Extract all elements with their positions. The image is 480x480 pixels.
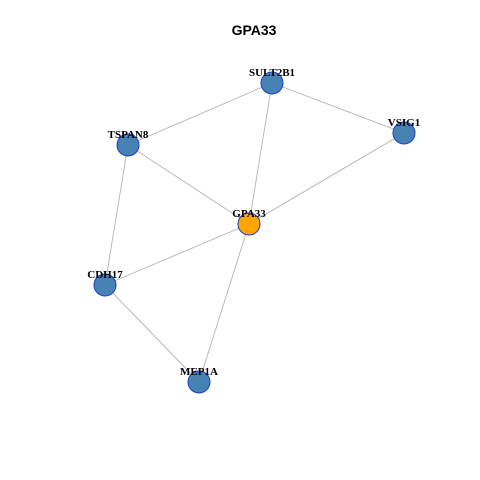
edge-tspan8-gpa33 (127, 144, 250, 225)
node-cdh17 (93, 273, 117, 297)
edge-sult2b1-vsig1 (271, 82, 405, 134)
edge-gpa33-cdh17 (104, 223, 250, 286)
diagram-title: GPA33 (232, 22, 277, 38)
edge-layer (104, 82, 405, 383)
edge-sult2b1-tspan8 (127, 82, 273, 146)
node-label-mep1a: MEP1A (180, 366, 218, 378)
edge-cdh17-mep1a (104, 284, 200, 383)
node-label-cdh17: CDH17 (87, 269, 123, 281)
edge-vsig1-gpa33 (248, 132, 405, 225)
node-gpa33 (237, 212, 261, 236)
edge-gpa33-mep1a (198, 223, 250, 383)
node-label-vsig1: VSIG1 (388, 117, 420, 129)
node-sult2b1 (260, 71, 284, 95)
node-vsig1 (392, 121, 416, 145)
edge-tspan8-cdh17 (104, 144, 129, 286)
edge-sult2b1-gpa33 (248, 82, 273, 225)
node-label-tspan8: TSPAN8 (108, 129, 149, 141)
node-tspan8 (116, 133, 140, 157)
node-label-gpa33: GPA33 (232, 208, 266, 220)
node-mep1a (187, 370, 211, 394)
node-label-sult2b1: SULT2B1 (249, 67, 295, 79)
